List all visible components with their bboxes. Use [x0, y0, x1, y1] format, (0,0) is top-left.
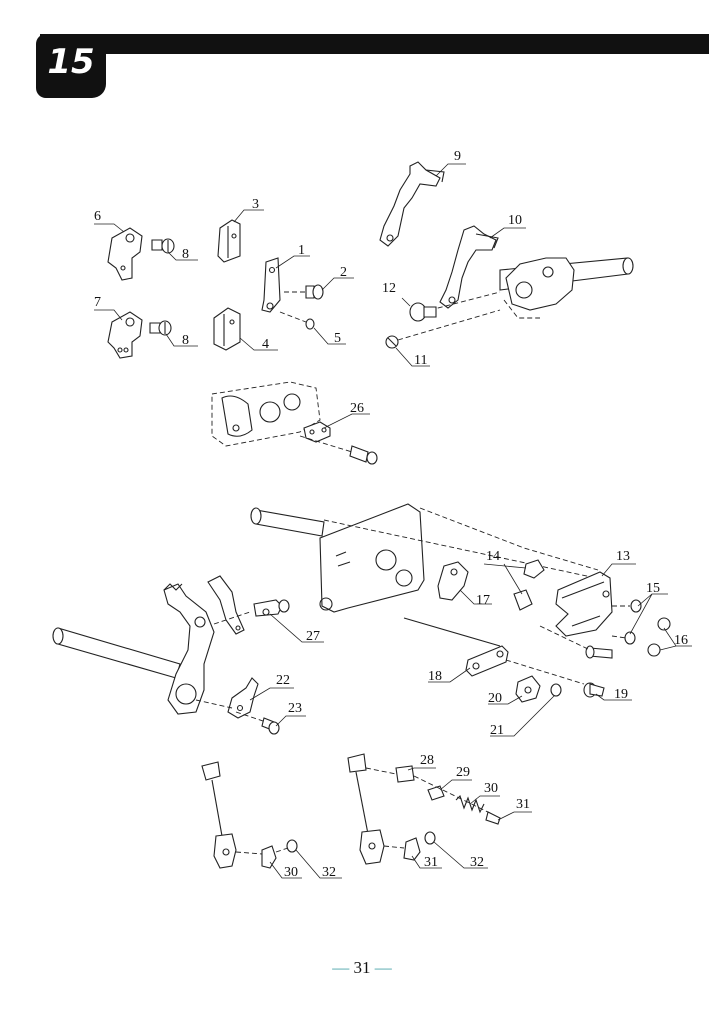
- part-23-screw: [235, 711, 280, 735]
- page-footer: — 31 —: [0, 958, 724, 978]
- part-25-link: [207, 575, 251, 635]
- lower-shaft: [52, 627, 181, 679]
- part-27-clip: [427, 785, 445, 801]
- callout-6: 6: [94, 209, 101, 224]
- callout-labels: 6 8 7 8 3 1 2 4 5 9 10 12 11 26 13 14 15…: [94, 149, 688, 880]
- left-needle-holder: [201, 761, 237, 869]
- main-frame-plate: [319, 503, 425, 613]
- callout-10: 10: [508, 213, 522, 228]
- callout-17: 17: [476, 593, 490, 608]
- part-20-cam: [515, 675, 541, 703]
- part-29-screw: [413, 775, 501, 825]
- callout-8: 8: [182, 247, 189, 262]
- part-14-link-lower: [513, 589, 533, 611]
- callout-16: 16: [674, 633, 688, 648]
- callout-14: 14: [486, 549, 500, 564]
- part-15-washers: [611, 599, 642, 645]
- section-header-bar: [40, 34, 709, 54]
- part-18-link: [403, 617, 509, 677]
- callout-26: 28: [420, 753, 434, 768]
- callout-30: 30: [284, 865, 298, 880]
- part-2-screw: [284, 284, 324, 300]
- part-4-clamp: [213, 307, 241, 351]
- callout-28: 30: [484, 781, 498, 796]
- part-14-link-upper: [523, 559, 545, 579]
- part-25-pin: [253, 599, 290, 617]
- part-7-bracket: [107, 311, 143, 359]
- callout-20: 20: [488, 691, 502, 706]
- upper-shaft-assembly: [499, 257, 634, 319]
- part-16-nuts: [647, 617, 671, 657]
- callout-3: 3: [252, 197, 259, 212]
- part-32-washer-right: [424, 831, 436, 845]
- part-32-washer-left: [275, 839, 298, 853]
- part-9-lever: [379, 161, 445, 247]
- callout-24: 26: [350, 401, 364, 416]
- part-1-plate: [261, 257, 281, 313]
- callout-22: 22: [276, 673, 290, 688]
- part-12-screw: [409, 291, 501, 322]
- part-21-nut: [550, 683, 562, 697]
- callout-23: 23: [288, 701, 302, 716]
- part-17-lever: [437, 561, 469, 601]
- part-13-screw: [539, 625, 613, 659]
- callout-12: 12: [382, 281, 396, 296]
- callout-9: 9: [454, 149, 461, 164]
- part-19-screw: [505, 659, 605, 698]
- part-24-housing-block: [211, 381, 321, 447]
- callout-15: 15: [646, 581, 660, 596]
- part-6-bracket: [107, 227, 143, 281]
- callout-8: 8: [182, 333, 189, 348]
- part-10-lever: [439, 225, 499, 309]
- part-3-clamp: [217, 219, 241, 263]
- main-lever-arm: [163, 583, 215, 715]
- callout-5: 5: [334, 331, 341, 346]
- part-24-link: [303, 421, 331, 443]
- footer-dash-left: —: [332, 958, 350, 977]
- part-5-setscrew: [279, 311, 315, 330]
- leader-lines: [94, 163, 692, 879]
- part-11-screw: [385, 309, 501, 349]
- part-8-screw-upper: [151, 238, 175, 254]
- part-26-plate: [365, 765, 415, 783]
- callout-1: 1: [298, 243, 305, 258]
- callout-4: 4: [262, 337, 269, 352]
- part-31-bracket-right: [383, 837, 421, 861]
- callout-29: 31: [516, 797, 530, 812]
- part-13-bracket: [555, 571, 613, 637]
- callout-27: 29: [456, 765, 470, 780]
- part-22-plate: [195, 677, 259, 719]
- callout-11: 11: [414, 353, 427, 368]
- callout-13: 13: [616, 549, 630, 564]
- callout-25: 27: [306, 629, 320, 644]
- page-number: 31: [353, 958, 371, 977]
- callout-7: 7: [94, 295, 101, 310]
- footer-dash-right: —: [374, 958, 392, 977]
- callout-19: 19: [614, 687, 628, 702]
- right-needle-holder: [347, 753, 385, 865]
- callout-2: 2: [340, 265, 347, 280]
- callout-18: 18: [428, 669, 442, 684]
- callout-32: 32: [470, 855, 484, 870]
- part-24-screw: [299, 435, 378, 465]
- callout-32: 32: [322, 865, 336, 880]
- upper-shaft-long: [250, 507, 599, 579]
- section-number: 15: [47, 42, 95, 82]
- section-badge: 15: [36, 34, 106, 98]
- callout-21: 21: [490, 723, 504, 738]
- callout-31: 31: [424, 855, 438, 870]
- part-30-bracket-left: [235, 845, 277, 869]
- part-8-screw-lower: [149, 320, 172, 336]
